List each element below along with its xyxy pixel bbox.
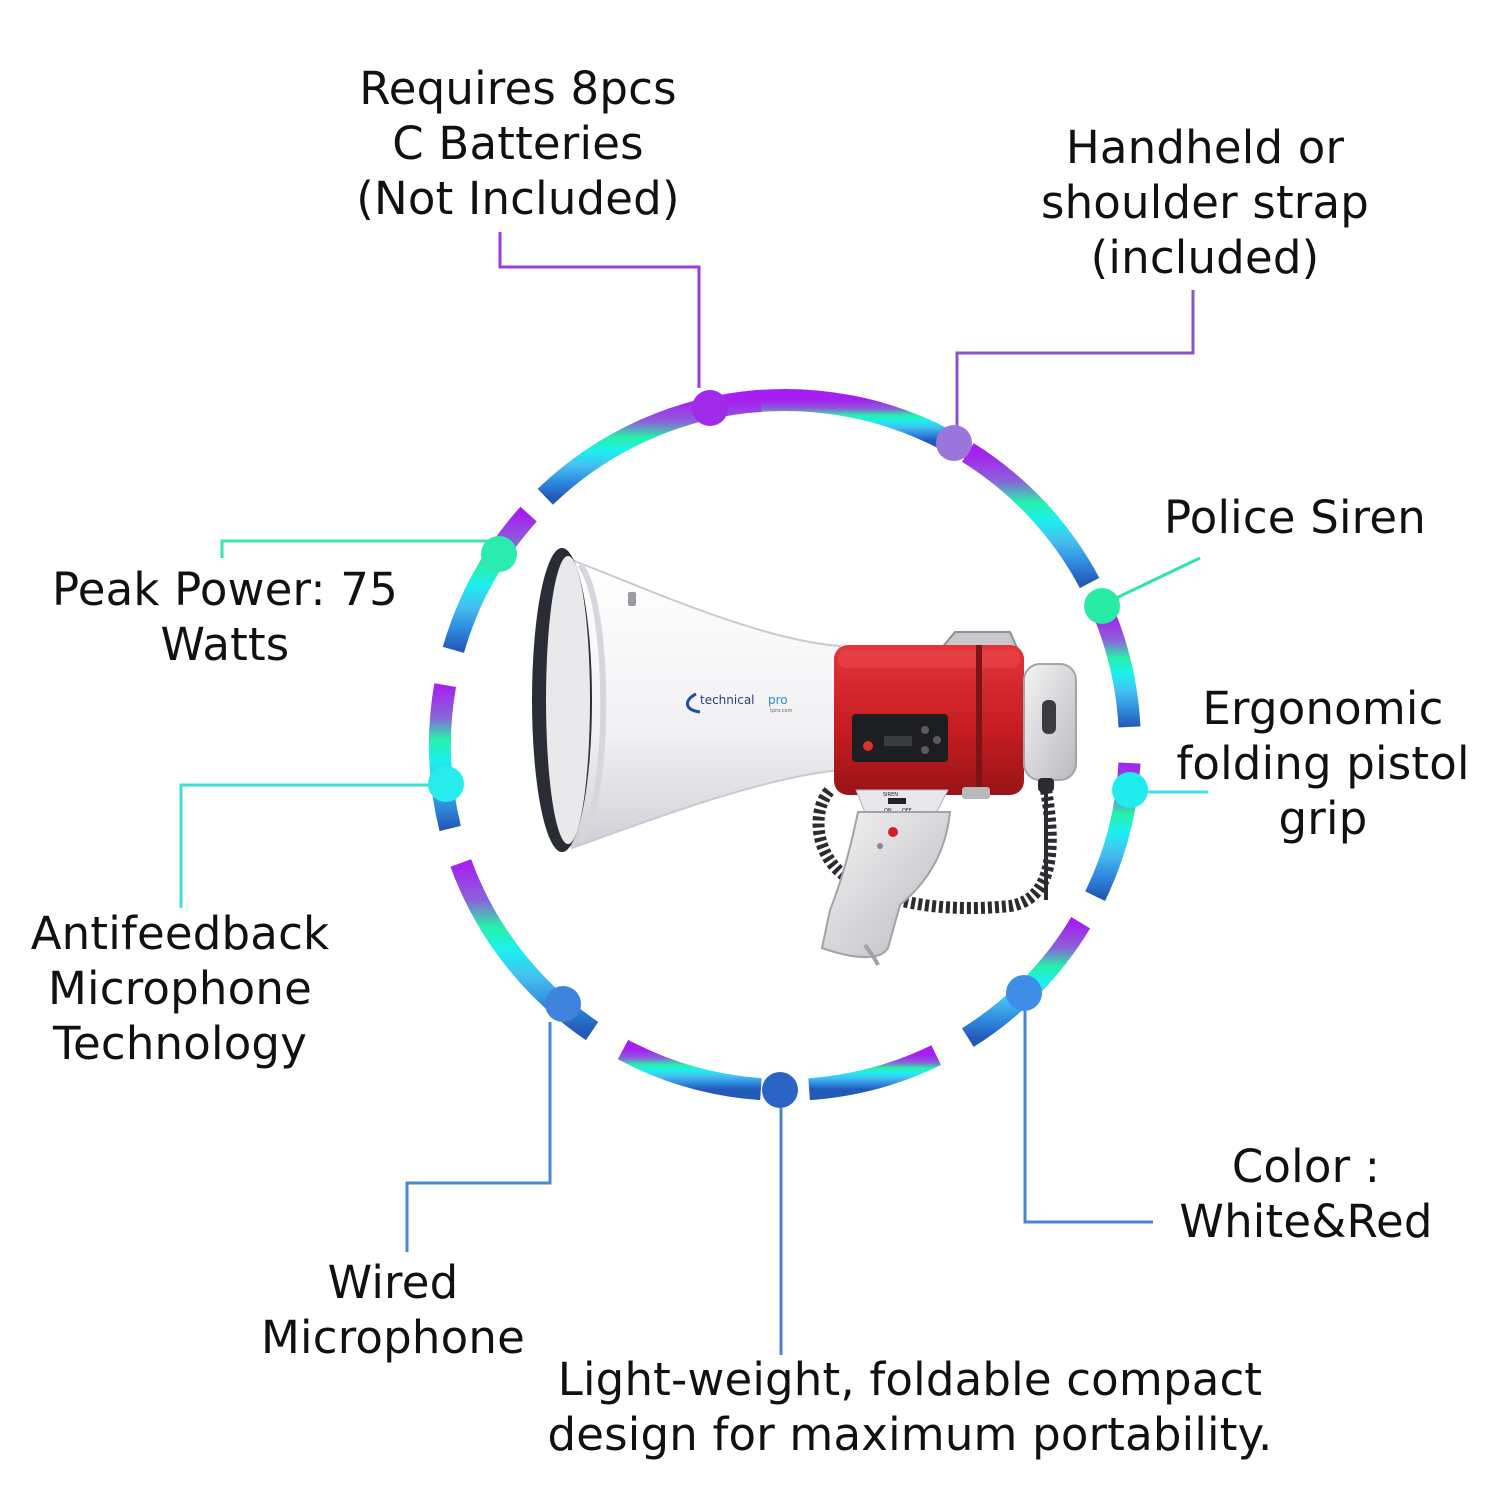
antifeedback-line-3: Technology bbox=[52, 1017, 308, 1070]
color-line-1: Color : bbox=[1231, 1140, 1381, 1193]
portable-line-2: design for maximum portability. bbox=[547, 1408, 1273, 1461]
megaphone-image: technical pro tpro.com SIREN ON OFF bbox=[532, 548, 1077, 966]
brand-logo-text: technical bbox=[700, 693, 755, 707]
pistol-grip[interactable] bbox=[820, 811, 952, 959]
leader-line-wired-mic bbox=[405, 1022, 552, 1252]
leader-line-strap bbox=[955, 290, 1195, 428]
antifeedback-line-1: Antifeedback bbox=[30, 907, 330, 960]
leader-line-peak-power bbox=[220, 539, 488, 558]
batteries-line-3: (Not Included) bbox=[356, 172, 680, 225]
feature-label-grip: Ergonomic folding pistol grip bbox=[1166, 681, 1480, 846]
feature-label-strap: Handheld or shoulder strap (included) bbox=[1010, 120, 1400, 285]
brand-logo-suffix: pro bbox=[768, 693, 788, 707]
grip-line-1: Ergonomic bbox=[1202, 682, 1444, 735]
trigger-indicator bbox=[888, 827, 898, 837]
siren-switch[interactable] bbox=[888, 798, 906, 804]
usb-port bbox=[884, 736, 912, 746]
leader-line-batteries bbox=[498, 232, 701, 388]
mode-button[interactable] bbox=[933, 736, 941, 744]
dot-portable bbox=[762, 1072, 798, 1108]
dot-peak-power bbox=[481, 536, 517, 572]
dot-wired-mic bbox=[545, 986, 581, 1022]
feature-label-siren: Police Siren bbox=[1150, 490, 1440, 545]
ring-segment-7 bbox=[617, 1039, 762, 1101]
batteries-line-2: C Batteries bbox=[392, 117, 644, 170]
brand-logo: technical pro tpro.com bbox=[686, 692, 792, 714]
strap-line-1: Handheld or bbox=[1065, 121, 1345, 174]
ring-segment-3 bbox=[1094, 611, 1141, 728]
feature-label-batteries: Requires 8pcs C Batteries (Not Included) bbox=[318, 61, 718, 226]
feature-label-color: Color : White&Red bbox=[1170, 1139, 1442, 1249]
megaphone-bell-shading bbox=[577, 563, 607, 842]
leader-line-siren bbox=[1111, 556, 1201, 602]
dot-batteries bbox=[692, 390, 728, 426]
grip-screw bbox=[877, 843, 883, 849]
leader-line-antifeedback bbox=[179, 783, 430, 908]
feature-label-wired-mic: Wired Microphone bbox=[250, 1255, 536, 1365]
megaphone-red-highlight bbox=[838, 650, 1020, 668]
brand-logo-url: tpro.com bbox=[770, 708, 792, 714]
grip-line-2: folding pistol bbox=[1176, 737, 1470, 790]
dot-siren bbox=[1084, 588, 1120, 624]
batteries-line-1: Requires 8pcs bbox=[359, 62, 677, 115]
wired-mic-line-1: Wired bbox=[327, 1256, 459, 1309]
rear-cap bbox=[962, 787, 990, 799]
ring-segment-6 bbox=[808, 1045, 942, 1101]
color-line-2: White&Red bbox=[1179, 1195, 1433, 1248]
ring-segment-1 bbox=[747, 389, 953, 451]
ring-dots bbox=[428, 390, 1148, 1108]
microphone-talk-button[interactable] bbox=[1042, 700, 1056, 734]
play-button[interactable] bbox=[921, 746, 929, 754]
megaphone-rim-inner bbox=[546, 556, 590, 844]
horn-screw bbox=[628, 592, 636, 606]
feature-label-portable: Light-weight, foldable compact design fo… bbox=[520, 1352, 1300, 1462]
antifeedback-line-2: Microphone bbox=[48, 962, 312, 1015]
dot-color bbox=[1006, 975, 1042, 1011]
siren-line-1: Police Siren bbox=[1164, 491, 1426, 544]
ring-segment-11 bbox=[537, 389, 762, 505]
dot-grip bbox=[1112, 772, 1148, 808]
ring-segment-2 bbox=[961, 443, 1100, 589]
feature-label-antifeedback: Antifeedback Microphone Technology bbox=[20, 906, 340, 1071]
peak-power-line-2: Watts bbox=[160, 618, 290, 671]
siren-switch-label: SIREN bbox=[883, 792, 898, 798]
dot-antifeedback bbox=[428, 766, 464, 802]
strap-band bbox=[976, 645, 982, 795]
strap-line-3: (included) bbox=[1090, 231, 1320, 284]
microphone-strain-relief bbox=[1038, 778, 1054, 792]
peak-power-line-1: Peak Power: 75 bbox=[52, 563, 398, 616]
feature-label-peak-power: Peak Power: 75 Watts bbox=[40, 562, 410, 672]
wired-mic-line-2: Microphone bbox=[261, 1311, 525, 1364]
grip-base bbox=[863, 943, 880, 966]
volume-button[interactable] bbox=[921, 726, 929, 734]
portable-line-1: Light-weight, foldable compact bbox=[557, 1353, 1263, 1406]
dot-strap bbox=[936, 425, 972, 461]
record-button[interactable] bbox=[863, 741, 873, 751]
strap-line-2: shoulder strap bbox=[1040, 176, 1370, 229]
ring-segment-9 bbox=[428, 683, 461, 832]
ring-segment-10 bbox=[442, 506, 537, 653]
grip-line-3: grip bbox=[1278, 792, 1368, 845]
leader-line-color bbox=[1023, 1010, 1153, 1224]
leader-lines bbox=[179, 232, 1208, 1355]
